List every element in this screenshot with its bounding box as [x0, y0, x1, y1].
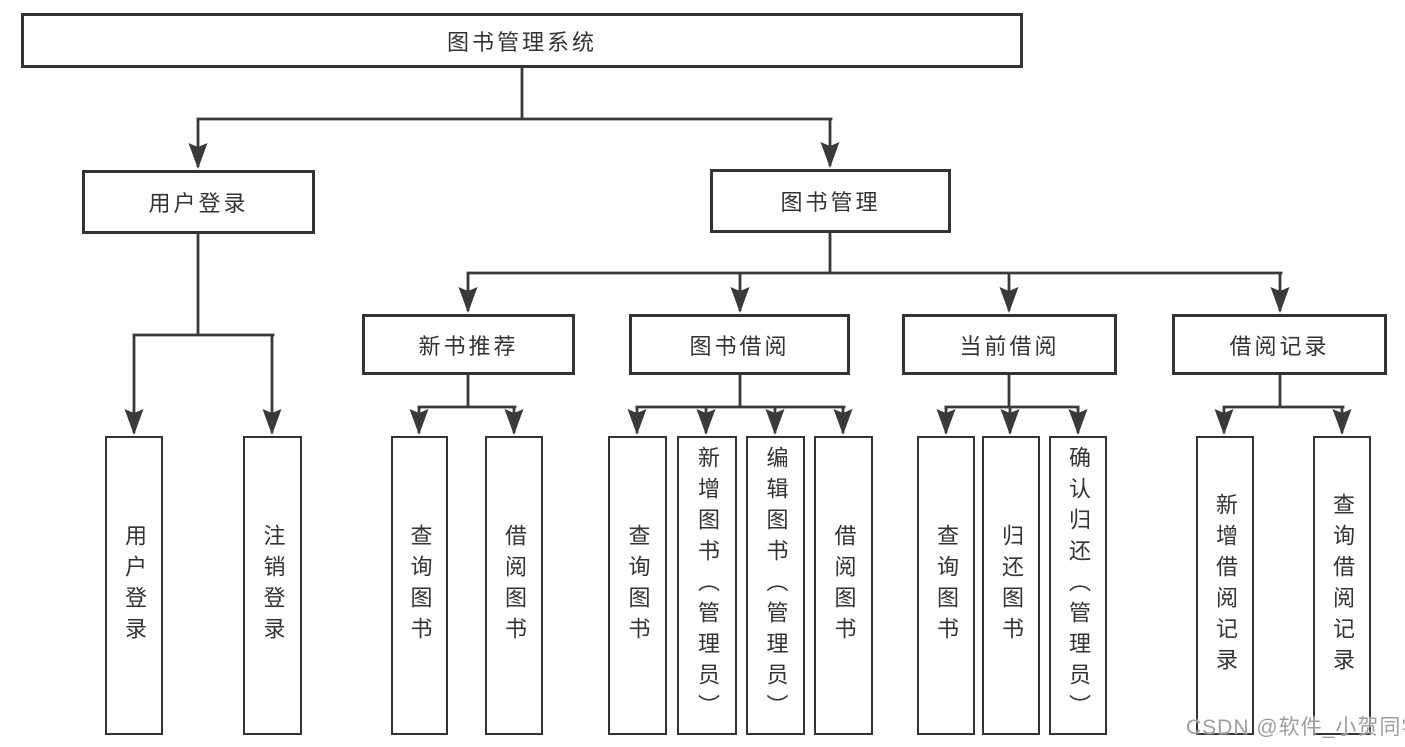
leaf-records-add-record: 新增借阅记录 — [1196, 436, 1254, 735]
node-book-borrow: 图书借阅 — [629, 314, 850, 375]
leaf-current-return-book-label: 归还图书 — [999, 523, 1024, 648]
leaf-user-login: 用户登录 — [105, 436, 163, 735]
leaf-recommend-query-book-label: 查询图书 — [407, 523, 433, 648]
node-current-borrow: 当前借阅 — [902, 314, 1117, 375]
leaf-borrow-borrow-book: 借阅图书 — [814, 436, 873, 735]
node-root: 图书管理系统 — [21, 13, 1023, 68]
leaf-logout-label: 注销登录 — [260, 523, 286, 648]
leaf-recommend-borrow-book: 借阅图书 — [485, 436, 543, 735]
leaf-borrow-edit-book-admin-label: 编辑图书（管理员） — [763, 446, 789, 725]
leaf-records-add-record-label: 新增借阅记录 — [1213, 492, 1238, 679]
leaf-current-query-book-label: 查询图书 — [934, 523, 959, 648]
node-borrow-records: 借阅记录 — [1172, 314, 1387, 375]
leaf-borrow-add-book-admin: 新增图书（管理员） — [677, 436, 737, 735]
leaf-records-query-record: 查询借阅记录 — [1313, 436, 1371, 735]
leaf-borrow-edit-book-admin: 编辑图书（管理员） — [746, 436, 805, 735]
leaf-records-query-record-label: 查询借阅记录 — [1330, 492, 1355, 679]
leaf-borrow-query-book: 查询图书 — [608, 436, 667, 735]
leaf-borrow-add-book-admin-label: 新增图书（管理员） — [695, 446, 720, 725]
leaf-recommend-query-book: 查询图书 — [391, 436, 448, 735]
node-book-management: 图书管理 — [710, 169, 951, 233]
leaf-current-confirm-return-admin-label: 确认归还（管理员） — [1066, 446, 1091, 725]
node-user-login: 用户登录 — [82, 170, 315, 234]
leaf-logout: 注销登录 — [243, 436, 302, 735]
csdn-watermark: CSDN @软件_小贺同学 — [1186, 716, 1405, 739]
leaf-current-return-book: 归还图书 — [982, 436, 1040, 735]
node-new-book-recommend: 新书推荐 — [362, 314, 575, 375]
leaf-borrow-borrow-book-label: 借阅图书 — [831, 523, 857, 648]
leaf-recommend-borrow-book-label: 借阅图书 — [502, 523, 527, 648]
leaf-borrow-query-book-label: 查询图书 — [625, 523, 651, 648]
leaf-user-login-label: 用户登录 — [122, 523, 147, 648]
leaf-current-confirm-return-admin: 确认归还（管理员） — [1049, 436, 1107, 735]
leaf-current-query-book: 查询图书 — [917, 436, 975, 735]
